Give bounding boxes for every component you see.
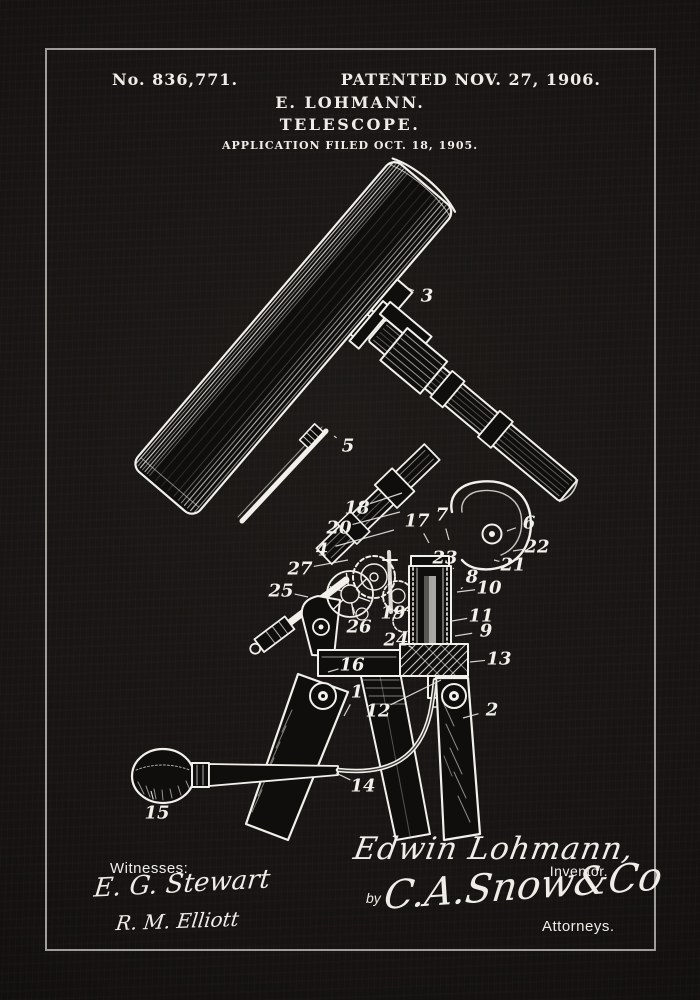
tripod-leg-right	[434, 676, 482, 842]
part-label-12: 12	[365, 701, 390, 722]
part-label-1: 1	[351, 682, 364, 703]
part-label-20: 20	[325, 518, 352, 539]
witnesses-label: Witnesses:	[110, 860, 189, 877]
patent-date: PATENTED NOV. 27, 1906.	[340, 70, 601, 89]
telescope-tube	[134, 157, 457, 515]
gear-large	[352, 555, 396, 599]
pier-column	[408, 555, 452, 659]
leader-line-7	[445, 528, 450, 541]
leader-line-21	[493, 559, 500, 563]
patent-number: No. 836,771.	[112, 70, 239, 89]
border-frame	[45, 48, 656, 951]
part-label-13: 13	[486, 649, 511, 670]
leader-line-9	[454, 632, 473, 637]
bulb-collar	[191, 762, 210, 788]
column-rod	[429, 576, 436, 652]
bulb-wand	[208, 763, 339, 787]
part-label-26: 26	[345, 617, 372, 638]
leader-line-12	[390, 679, 442, 706]
leader-line-18	[370, 492, 403, 505]
shaft-end-cap	[558, 479, 579, 503]
shaft-band-1	[429, 370, 466, 409]
bundle-collar-1	[373, 467, 416, 509]
part-label-22: 22	[523, 537, 549, 558]
leader-line-19	[382, 600, 385, 603]
part-label-4: 4	[316, 540, 329, 561]
part-label-18: 18	[344, 498, 370, 519]
leader-line-13	[469, 659, 486, 663]
leader-line-3	[404, 286, 415, 292]
part-label-5: 5	[342, 436, 355, 457]
leader-line-11	[451, 617, 468, 622]
gear-bracket	[387, 550, 393, 614]
leader-line-25	[294, 593, 309, 598]
worm-shaft-bundle	[315, 443, 441, 566]
leader-line-5	[333, 435, 337, 439]
leader-line-14	[335, 772, 351, 781]
part-label-2: 2	[485, 700, 499, 721]
squeeze-bulb	[130, 747, 339, 805]
leader-line-22	[512, 548, 524, 552]
spoked-wheel	[326, 570, 374, 618]
by-label: by	[366, 890, 381, 906]
base-plate	[317, 649, 401, 677]
leader-line-2	[462, 713, 479, 719]
leader-line-24	[408, 645, 414, 649]
part-label-10: 10	[476, 578, 502, 599]
part-label-19: 19	[380, 603, 406, 624]
part-label-17: 17	[404, 511, 430, 532]
leader-line-17	[423, 533, 430, 544]
shutter-cable	[335, 677, 438, 774]
part-label-3: 3	[421, 286, 434, 307]
part-label-15: 15	[144, 803, 169, 824]
part-label-11: 11	[468, 606, 493, 627]
shaft-collar-wide	[379, 327, 449, 395]
attorneys-label: Attorneys.	[542, 918, 615, 935]
invention-title: TELESCOPE.	[279, 115, 421, 134]
part-label-14: 14	[350, 776, 375, 797]
part-label-23: 23	[431, 548, 457, 569]
leader-line-1	[343, 704, 351, 717]
clamp-hook	[450, 480, 533, 571]
part-label-6: 6	[523, 513, 536, 534]
bundle-collar-2	[336, 510, 371, 545]
declination-shaft	[348, 300, 579, 503]
part-label-21: 21	[499, 555, 525, 576]
leader-line-23	[452, 567, 455, 570]
column-rod-shadow	[424, 576, 429, 652]
application-line: APPLICATION FILED OCT. 18, 1905.	[221, 139, 479, 152]
leader-line-10	[456, 589, 476, 593]
leader-line-27	[313, 559, 349, 568]
leader-line-15	[150, 790, 154, 800]
part-label-9: 9	[480, 621, 493, 642]
finder-rod	[237, 423, 329, 524]
leader-line-4	[335, 529, 395, 547]
gear-train	[326, 550, 416, 633]
part-label-7: 7	[436, 505, 449, 526]
fork-arm	[300, 595, 341, 657]
leader-line-20	[352, 511, 401, 526]
inventor-label: Inventor.	[549, 863, 608, 879]
witness-signature-2: R. M. Elliott	[114, 906, 241, 936]
tube-mouth-rim	[391, 157, 457, 213]
tripod-leg-left	[244, 672, 350, 842]
shaft-band-2	[477, 409, 514, 449]
part-label-16: 16	[339, 655, 365, 676]
part-label-8: 8	[465, 567, 479, 588]
part-label-25: 25	[267, 581, 293, 602]
leader-line-6	[506, 527, 517, 532]
rod-end-knob	[249, 642, 262, 655]
part-label-24: 24	[382, 630, 408, 651]
leader-line-26	[352, 606, 356, 614]
leader-line-16	[327, 668, 339, 673]
leader-line-8	[460, 586, 463, 590]
part-label-27: 27	[286, 559, 313, 580]
inventor-name: E. LOHMANN.	[275, 93, 425, 112]
